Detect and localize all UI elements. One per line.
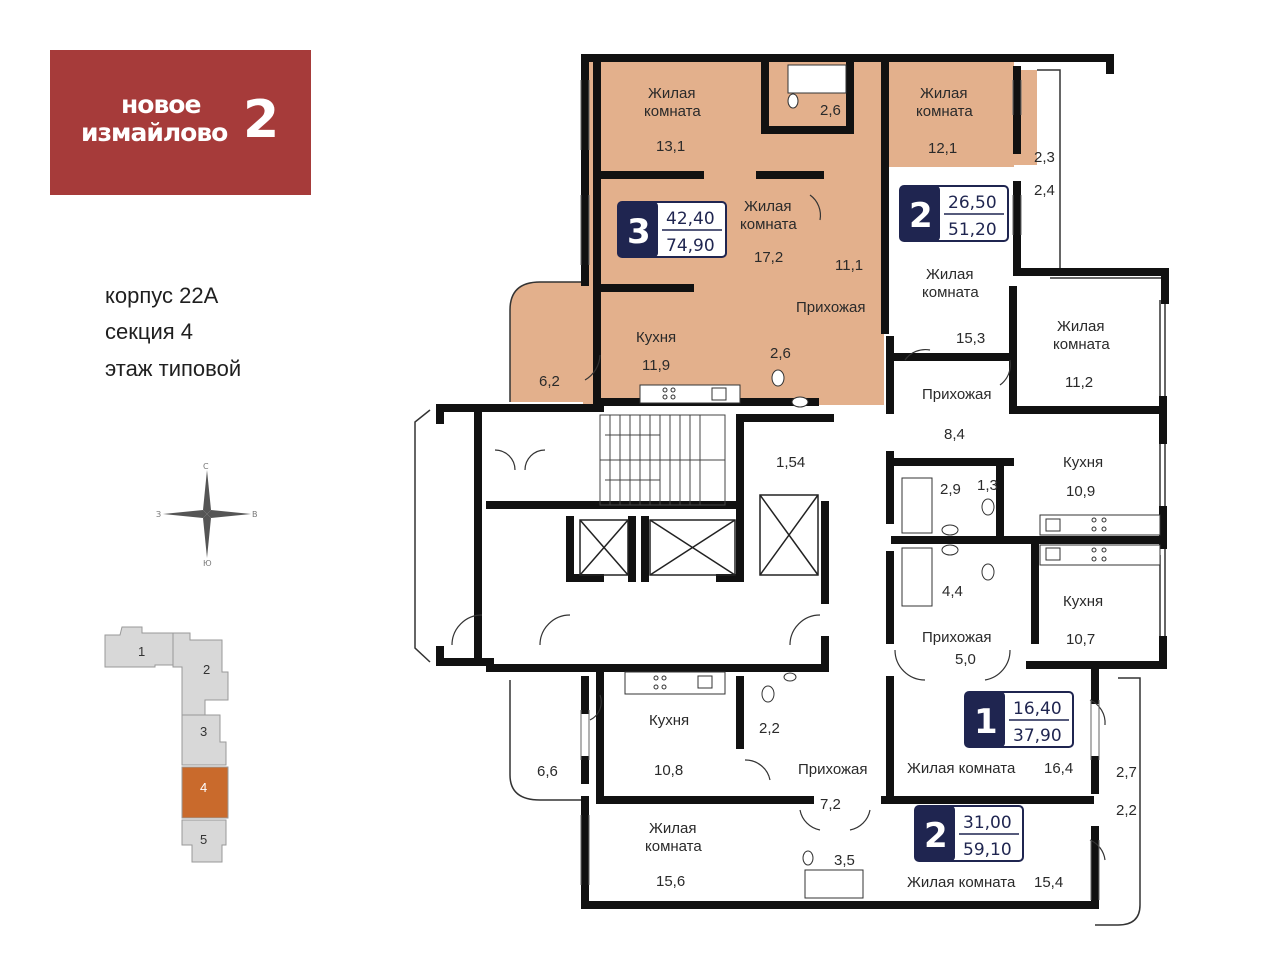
badge-living-area: 16,40 [1013,699,1062,719]
room-label: Прихожая [922,629,992,646]
floor-label: этаж типовой [105,356,242,381]
compass-rose-icon: С Ю З В [156,462,258,568]
apartment-3-fill [510,55,1037,405]
apartment-badge[interactable]: 3 42,40 74,90 [617,201,727,258]
badge-living-area: 26,50 [948,193,997,213]
room-label: Жилая [926,266,973,283]
section-shape-3[interactable] [181,714,227,766]
room-label: Кухня [649,712,689,729]
room-label: Прихожая [798,761,868,778]
badge-rooms: 2 [909,196,933,236]
apartment-badge[interactable]: 2 31,00 59,10 [914,805,1024,862]
logo-line-1: новое [121,90,201,119]
room-label: комната [922,284,979,301]
room-label: Жилая комната [907,760,1016,777]
room-area: 2,9 [940,481,961,498]
room-area: 15,4 [1034,874,1063,891]
room-area: 15,3 [956,330,985,347]
compass-south: Ю [203,559,212,568]
room-label: Прихожая [796,299,866,316]
room-label: комната [645,838,702,855]
badge-total-area: 74,90 [666,236,715,256]
room-label: комната [740,216,797,233]
room-label: Прихожая [922,386,992,403]
room-area: 5,0 [955,651,976,668]
fixtures [624,64,1161,899]
room-label: Жилая [744,198,791,215]
room-area: 1,54 [776,454,805,471]
badge-rooms: 1 [974,702,998,742]
doors [451,194,1106,861]
room-area: 7,2 [820,796,841,813]
room-area: 13,1 [656,138,685,155]
room-area: 10,9 [1066,483,1095,500]
room-area: 1,3 [977,477,998,494]
room-area: 2,3 [1034,149,1055,166]
apartment-badge[interactable]: 2 26,50 51,20 [899,185,1009,242]
room-area: 12,1 [928,140,957,157]
section-number-5: 5 [200,832,207,847]
badge-total-area: 59,10 [963,840,1012,860]
badge-living-area: 31,00 [963,813,1012,833]
room-label: комната [1053,336,1110,353]
logo-line-2: измайлово [81,118,228,147]
room-area: 11,1 [835,257,863,274]
room-area: 11,9 [642,357,670,374]
room-label: Жилая [1057,318,1104,335]
room-label: комната [916,103,973,120]
section-number-2: 2 [203,662,210,677]
section-shape-2[interactable] [172,632,229,716]
section-number-3: 3 [200,724,207,739]
room-area: 16,4 [1044,760,1073,777]
logo-number: 2 [243,90,280,150]
staircase [599,414,726,506]
windows [580,80,1100,900]
room-area: 6,6 [537,763,558,780]
section-number-1: 1 [138,644,145,659]
room-label: Жилая [649,820,696,837]
room-label: Кухня [1063,593,1103,610]
room-area: 2,7 [1116,764,1137,781]
section-number-4: 4 [200,780,207,795]
building-label: корпус 22А [105,283,219,308]
brand-logo: новое измайлово 2 [50,50,311,195]
room-area: 6,2 [539,373,560,390]
badge-living-area: 42,40 [666,209,715,229]
badge-rooms: 2 [924,816,948,856]
room-area: 2,2 [1116,802,1137,819]
room-area: 15,6 [656,873,685,890]
room-area: 2,2 [759,720,780,737]
room-area: 10,8 [654,762,683,779]
badge-total-area: 37,90 [1013,726,1062,746]
room-area: 2,4 [1034,182,1055,199]
room-area: 3,5 [834,852,855,869]
room-area: 4,4 [942,583,963,600]
sections-map: 1 2 3 4 5 [104,626,229,863]
room-label: комната [644,103,701,120]
outline-details [414,69,1166,926]
room-area: 8,4 [944,426,965,443]
room-label: Жилая [920,85,967,102]
walls [436,54,1169,909]
room-label: Жилая комната [907,874,1016,891]
room-area: 10,7 [1066,631,1095,648]
badge-total-area: 51,20 [948,220,997,240]
compass-north: С [203,462,209,471]
compass-west: З [156,510,161,519]
room-area: 17,2 [754,249,783,266]
apartment-badge[interactable]: 1 16,40 37,90 [964,691,1074,748]
badge-rooms: 3 [627,212,651,252]
section-label: секция 4 [105,319,194,344]
room-label: Кухня [1063,454,1103,471]
section-shape-5[interactable] [181,819,227,863]
compass-east: В [252,510,258,519]
room-label: Жилая [648,85,695,102]
room-label: Кухня [636,329,676,346]
section-shape-4[interactable] [181,766,229,819]
elevators [579,494,819,576]
room-area: 11,2 [1065,374,1093,391]
room-area: 2,6 [770,345,791,362]
room-area: 2,6 [820,102,841,119]
